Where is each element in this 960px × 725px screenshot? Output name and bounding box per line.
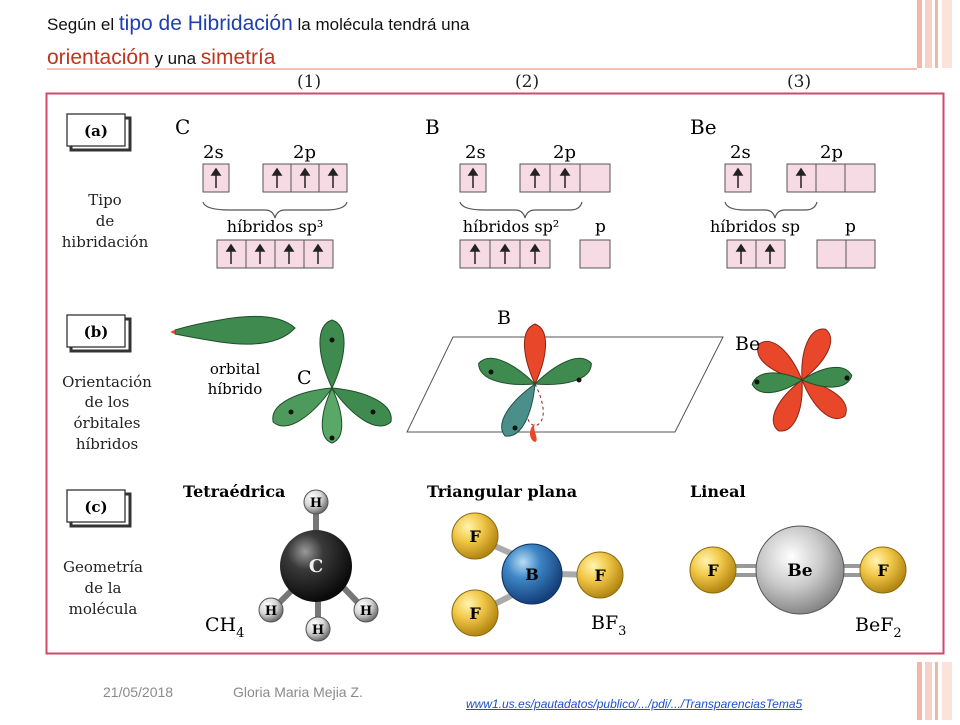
boron-sp2-orbitals: B — [406, 307, 724, 442]
boron-atom-label: B — [425, 115, 440, 139]
hybridization-figure: (a) (b) (c) Tipo de hibridación Orientac… — [45, 92, 945, 655]
bef2-center-be: Be — [787, 561, 812, 581]
boron-p-label: p — [595, 217, 606, 237]
carbon-2s-label: 2s — [203, 142, 224, 163]
source-link[interactable]: www1.us.es/pautadatos/publico/.../pdi/..… — [466, 697, 803, 711]
row-a-label-1: Tipo — [88, 191, 121, 209]
row-a-label-2: de — [96, 212, 115, 230]
carbon-hybrid-label: híbridos sp³ — [227, 217, 323, 236]
methane-h-left: H — [265, 604, 277, 619]
boron-2p-label: 2p — [553, 142, 576, 163]
beryllium-2s-label: 2s — [730, 142, 751, 163]
beryllium-2p-label: 2p — [820, 142, 843, 163]
row-b-tag: (b) — [66, 314, 132, 353]
boron-2s-label: 2s — [465, 142, 486, 163]
methane-model: Tetraédrica H C H H H CH4 — [183, 482, 379, 642]
methane-h-right: H — [360, 604, 372, 619]
methane-h-top: H — [310, 496, 322, 511]
title-part-1: Según el — [47, 15, 119, 34]
slide-title: Según el tipo de Hibridación la molécula… — [47, 8, 647, 76]
row-a-tag-text: (a) — [84, 122, 108, 140]
bf3-center-b: B — [525, 565, 539, 584]
column-number-2: (2) — [515, 72, 540, 92]
bef2-formula: BeF2 — [855, 614, 902, 641]
boron-orbital-diagram: B 2s 2p híbridos sp² p — [425, 115, 611, 269]
linear-label: Lineal — [690, 482, 746, 501]
single-hybrid-orbital: orbital híbrido — [171, 315, 296, 398]
beryllium-atom-label: Be — [690, 115, 717, 139]
title-keyword-hibridacion: tipo de Hibridación — [118, 12, 293, 35]
carbon-2p-label: 2p — [293, 142, 316, 163]
row-c-tag-text: (c) — [84, 498, 107, 516]
bf3-formula: BF3 — [591, 612, 626, 639]
footer-date: 21/05/2018 — [103, 684, 174, 700]
beryllium-difluoride-model: Lineal F Be F BeF2 — [689, 482, 907, 641]
trigonal-label: Triangular plana — [427, 482, 577, 501]
row-b-label-2: de los — [85, 393, 130, 411]
beryllium-orbital-atom-label: Be — [735, 333, 760, 355]
column-number-1: (1) — [297, 72, 322, 92]
row-b-label-1: Orientación — [62, 373, 152, 391]
tetrahedral-label: Tetraédrica — [183, 482, 285, 501]
bef2-f-left: F — [707, 561, 719, 580]
footer-author: Gloria Maria Mejia Z. — [233, 684, 363, 700]
decor-line-top — [47, 68, 917, 70]
methane-center-c: C — [309, 556, 323, 577]
beryllium-hybrid-label: híbridos sp — [710, 217, 800, 236]
beryllium-sp-orbitals: Be — [735, 328, 853, 432]
row-c-tag: (c) — [66, 489, 132, 528]
bf3-f-right: F — [594, 566, 606, 585]
methane-h-bottom: H — [312, 623, 324, 638]
boron-orbital-atom-label: B — [497, 307, 511, 329]
row-b-label-4: híbridos — [76, 435, 138, 453]
carbon-orbital-atom-label: C — [297, 367, 312, 389]
bf3-f-bottom: F — [469, 604, 481, 623]
carbon-atom-label: C — [175, 115, 190, 139]
boron-trifluoride-model: Triangular plana F F B F BF3 — [427, 482, 626, 639]
title-part-3: la molécula tendrá una — [292, 15, 470, 34]
carbon-orbital-diagram: C 2s 2p híbridos sp³ — [175, 115, 348, 269]
row-a-tag: (a) — [66, 113, 132, 152]
carbon-sp3-orbitals: C — [272, 319, 392, 444]
column-number-3: (3) — [787, 72, 812, 92]
decor-stripe-bottom — [915, 662, 960, 720]
row-c-label-3: molécula — [69, 600, 138, 618]
boron-hybrid-label: híbridos sp² — [463, 217, 559, 236]
beryllium-p-label: p — [845, 217, 856, 237]
hybrid-orbital-label-2: híbrido — [208, 380, 263, 398]
row-c-label-1: Geometría — [63, 558, 143, 576]
beryllium-orbital-diagram: Be 2s 2p híbridos sp p — [690, 115, 876, 269]
row-b-tag-text: (b) — [84, 323, 109, 341]
decor-stripe-top — [915, 0, 960, 68]
row-c-label-2: de la — [85, 579, 122, 597]
row-a-label-3: hibridación — [62, 233, 149, 251]
title-keyword-simetria: simetría — [200, 46, 276, 69]
bef2-f-right: F — [877, 561, 889, 580]
methane-formula: CH4 — [205, 614, 244, 641]
title-part-5: y una — [149, 49, 201, 68]
row-b-label-3: órbitales — [74, 414, 141, 432]
hybrid-orbital-label-1: orbital — [210, 360, 261, 378]
bf3-f-top: F — [469, 527, 481, 546]
title-keyword-orientacion: orientación — [47, 46, 150, 69]
